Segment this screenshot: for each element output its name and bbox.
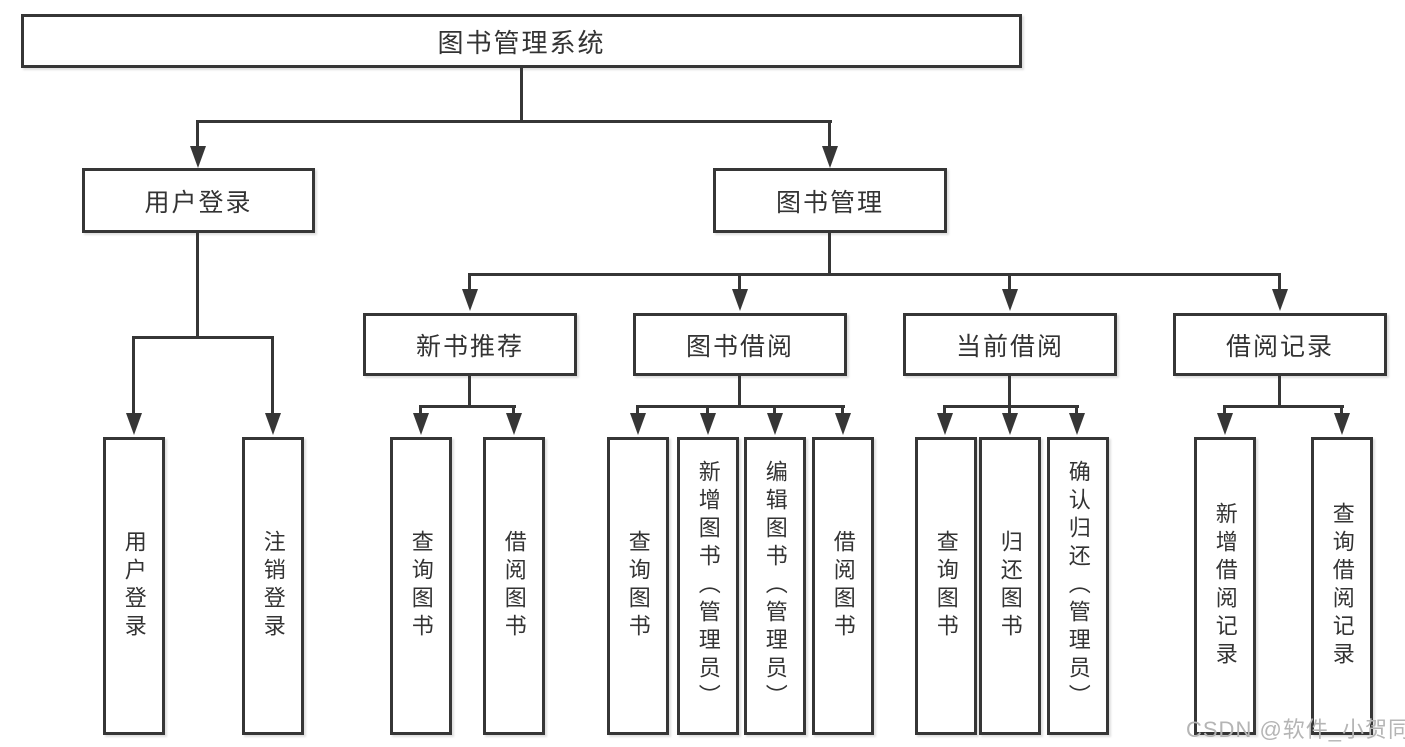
connector-line <box>196 233 199 336</box>
leaf-add-borrow-record: 新增借阅记录 <box>1194 437 1256 735</box>
leaf-confirm-return-admin: 确认归还（管理员） <box>1047 437 1109 735</box>
arrow-down-icon <box>190 146 206 168</box>
node-borrowing-records: 借阅记录 <box>1173 313 1387 376</box>
connector-line <box>1223 405 1344 408</box>
leaf-label: 查询图书 <box>933 530 959 642</box>
connector-line <box>419 405 422 415</box>
connector-line <box>773 405 776 415</box>
node-current-borrowing: 当前借阅 <box>903 313 1117 376</box>
arrow-down-icon <box>1002 289 1018 311</box>
arrow-down-icon <box>413 413 429 435</box>
connector-line <box>738 273 741 291</box>
connector-line <box>828 233 831 273</box>
arrow-down-icon <box>630 413 646 435</box>
leaf-query-borrow-record: 查询借阅记录 <box>1311 437 1373 735</box>
arrow-down-icon <box>937 413 953 435</box>
leaf-add-books-admin: 新增图书（管理员） <box>677 437 739 735</box>
arrow-down-icon <box>732 289 748 311</box>
connector-line <box>1278 376 1281 405</box>
arrow-down-icon <box>1002 413 1018 435</box>
node-label: 图书管理 <box>775 188 884 217</box>
connector-line <box>1008 376 1011 405</box>
node-book-borrowing: 图书借阅 <box>633 313 847 376</box>
leaf-label: 用户登录 <box>121 530 147 642</box>
node-new-book-recommend: 新书推荐 <box>363 313 577 376</box>
node-user-login: 用户登录 <box>82 168 315 233</box>
arrow-down-icon <box>700 413 716 435</box>
connector-line <box>1008 405 1011 415</box>
leaf-label: 归还图书 <box>997 530 1023 642</box>
leaf-label: 编辑图书（管理员） <box>762 460 788 712</box>
leaf-label: 新增图书（管理员） <box>695 460 721 712</box>
arrow-down-icon <box>822 146 838 168</box>
connector-line <box>419 405 516 408</box>
leaf-logout: 注销登录 <box>242 437 304 735</box>
arrow-down-icon <box>1272 289 1288 311</box>
leaf-label: 查询图书 <box>625 530 651 642</box>
connector-line <box>196 120 199 148</box>
leaf-return-books: 归还图书 <box>979 437 1041 735</box>
connector-line <box>1340 405 1343 415</box>
connector-line <box>738 376 741 405</box>
node-label: 用户登录 <box>144 188 253 217</box>
arrow-down-icon <box>1069 413 1085 435</box>
leaf-borrow-books-borrowing: 借阅图书 <box>812 437 874 735</box>
leaf-label: 借阅图书 <box>501 530 527 642</box>
node-label: 新书推荐 <box>415 332 524 361</box>
arrow-down-icon <box>835 413 851 435</box>
node-label: 图书借阅 <box>685 332 794 361</box>
connector-line <box>512 405 515 415</box>
connector-line <box>1278 273 1281 291</box>
leaf-label: 查询借阅记录 <box>1329 502 1355 670</box>
connector-line <box>468 376 471 405</box>
arrow-down-icon <box>506 413 522 435</box>
leaf-label: 查询图书 <box>408 530 434 642</box>
leaf-label: 确认归还（管理员） <box>1065 460 1091 712</box>
arrow-down-icon <box>126 413 142 435</box>
leaf-query-books-borrowing: 查询图书 <box>607 437 669 735</box>
connector-line <box>943 405 946 415</box>
arrow-down-icon <box>462 289 478 311</box>
leaf-label: 新增借阅记录 <box>1212 502 1238 670</box>
arrow-down-icon <box>265 413 281 435</box>
node-book-management: 图书管理 <box>713 168 947 233</box>
arrow-down-icon <box>1334 413 1350 435</box>
connector-line <box>943 405 1079 408</box>
node-library-management-system: 图书管理系统 <box>21 14 1022 68</box>
arrow-down-icon <box>767 413 783 435</box>
leaf-user-login: 用户登录 <box>103 437 165 735</box>
connector-line <box>1075 405 1078 415</box>
connector-line <box>1223 405 1226 415</box>
leaf-query-books-recommend: 查询图书 <box>390 437 452 735</box>
node-label: 借阅记录 <box>1225 332 1334 361</box>
leaf-edit-books-admin: 编辑图书（管理员） <box>744 437 806 735</box>
connector-line <box>468 273 1281 276</box>
arrow-down-icon <box>1217 413 1233 435</box>
connector-line <box>828 120 831 148</box>
leaf-query-books-current: 查询图书 <box>915 437 977 735</box>
connector-line <box>636 405 845 408</box>
leaf-label: 借阅图书 <box>830 530 856 642</box>
connector-line <box>520 68 523 120</box>
connector-line <box>841 405 844 415</box>
connector-line <box>1008 273 1011 291</box>
csdn-watermark: CSDN @软件_小贺同学 <box>1186 717 1405 742</box>
leaf-borrow-books-recommend: 借阅图书 <box>483 437 545 735</box>
connector-line <box>196 120 832 123</box>
node-label: 图书管理系统 <box>437 27 606 58</box>
leaf-label: 注销登录 <box>260 530 286 642</box>
connector-line <box>706 405 709 415</box>
connector-line <box>636 405 639 415</box>
node-label: 当前借阅 <box>955 332 1064 361</box>
connector-line <box>132 336 135 415</box>
connector-line <box>132 336 274 339</box>
connector-line <box>271 336 274 415</box>
connector-line <box>468 273 471 291</box>
